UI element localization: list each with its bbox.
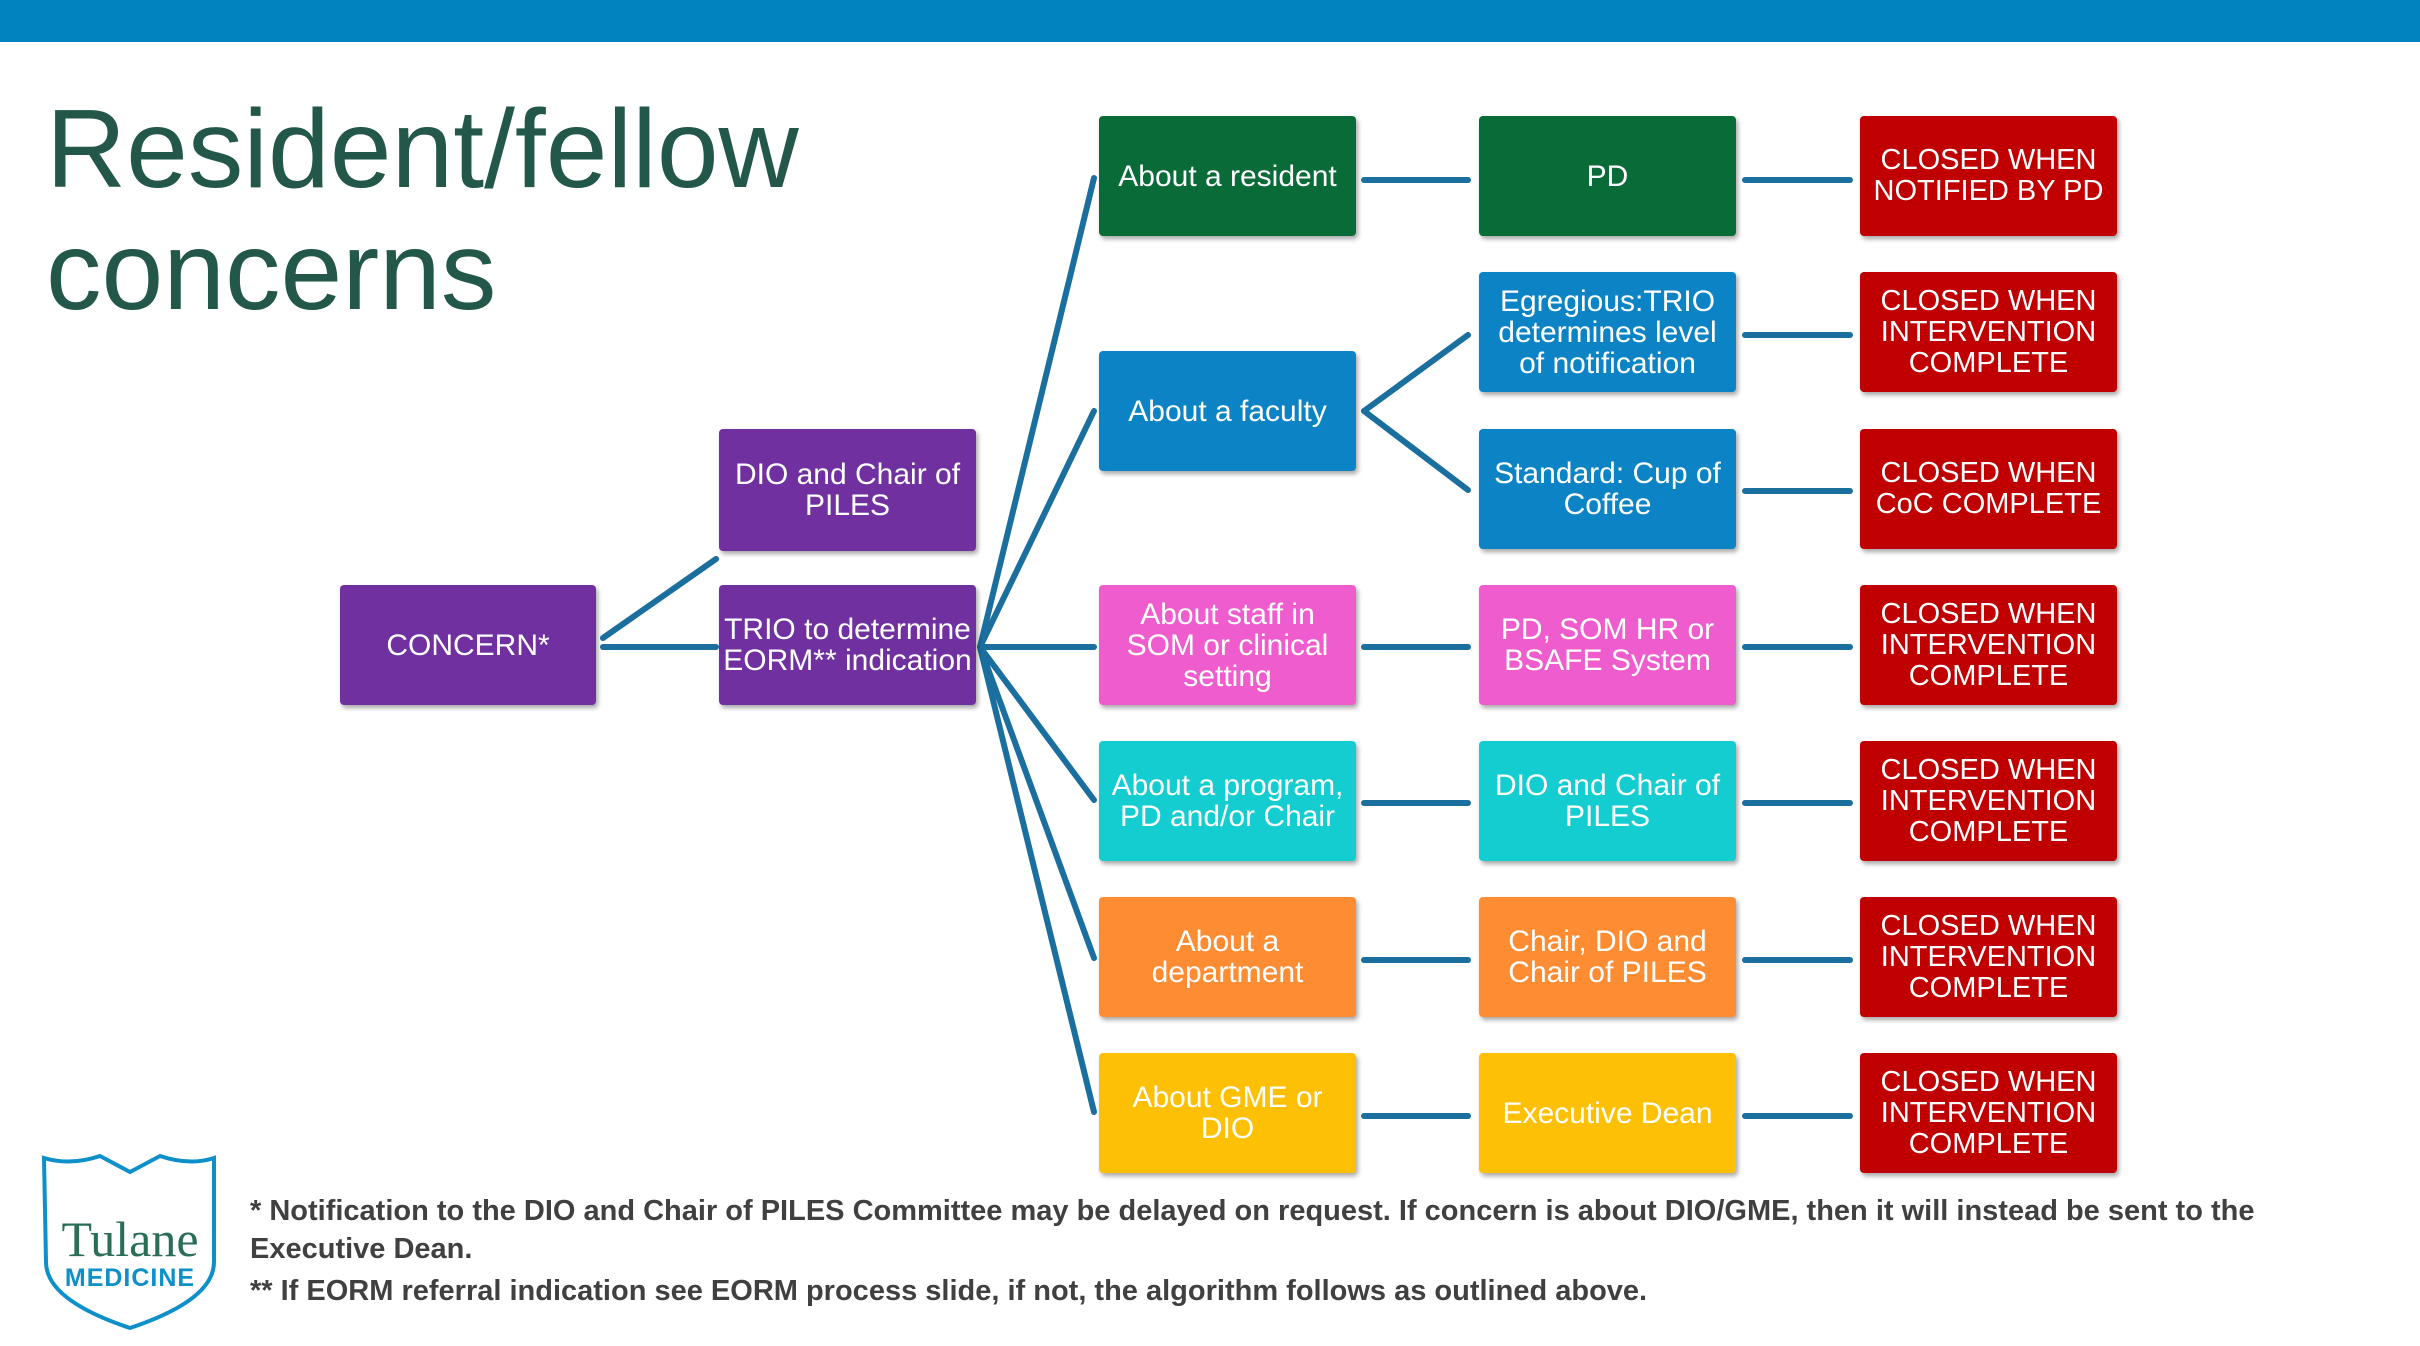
dio-chair-piles-2-box-label: DIO and Chair of PILES — [1494, 769, 1721, 833]
closed-intervention-3-box-label: CLOSED WHEN INTERVENTION COMPLETE — [1880, 753, 2097, 848]
connector-trio-program — [977, 644, 1097, 803]
closed-pd-box: CLOSED WHEN NOTIFIED BY PD — [1860, 116, 2117, 236]
connector-concern-dio — [600, 556, 719, 641]
closed-intervention-4-box-label: CLOSED WHEN INTERVENTION COMPLETE — [1880, 909, 2097, 1004]
closed-intervention-2-box: CLOSED WHEN INTERVENTION COMPLETE — [1860, 585, 2117, 705]
closed-intervention-5-box-label: CLOSED WHEN INTERVENTION COMPLETE — [1880, 1065, 2097, 1160]
chair-dio-box-label: Chair, DIO and Chair of PILES — [1508, 925, 1707, 989]
dio-chair-piles-box: DIO and Chair of PILES — [719, 429, 976, 551]
about-gme-box-label: About GME or DIO — [1132, 1081, 1323, 1145]
trio-determine-box-label: TRIO to determine EORM** indication — [723, 613, 972, 677]
about-department-box: About a department — [1099, 897, 1356, 1017]
connector-trio-gme — [977, 644, 1097, 1115]
title-line-2: concerns — [46, 209, 497, 333]
footnote-2: ** If EORM referral indication see EORM … — [250, 1275, 1648, 1307]
closed-intervention-1-box: CLOSED WHEN INTERVENTION COMPLETE — [1860, 272, 2117, 392]
connector-trio-department — [977, 644, 1097, 961]
executive-dean-box: Executive Dean — [1479, 1053, 1736, 1173]
tulane-medicine-logo: Tulane MEDICINE — [40, 1150, 220, 1331]
concern-box-label: CONCERN* — [386, 628, 550, 662]
egregious-box-label: Egregious:TRIO determines level of notif… — [1498, 284, 1717, 380]
executive-dean-box-label: Executive Dean — [1502, 1096, 1713, 1130]
footnote-1: * Notification to the DIO and Chair of P… — [250, 1195, 2255, 1265]
closed-intervention-3-box: CLOSED WHEN INTERVENTION COMPLETE — [1860, 741, 2117, 861]
title-line-1: Resident/fellow — [46, 87, 799, 211]
closed-intervention-4-box: CLOSED WHEN INTERVENTION COMPLETE — [1860, 897, 2117, 1017]
top-accent-bar — [0, 0, 2420, 42]
shield-icon: Tulane MEDICINE — [41, 1153, 216, 1331]
closed-coc-box: CLOSED WHEN CoC COMPLETE — [1860, 429, 2117, 549]
closed-coc-box-label: CLOSED WHEN CoC COMPLETE — [1875, 457, 2102, 520]
footnotes: * Notification to the DIO and Chair of P… — [250, 1192, 2360, 1314]
connector-trio-resident — [977, 175, 1097, 650]
egregious-box: Egregious:TRIO determines level of notif… — [1479, 272, 1736, 392]
logo-wordmark: Tulane — [61, 1211, 198, 1267]
about-program-box-label: About a program, PD and/or Chair — [1111, 769, 1344, 833]
about-resident-box-label: About a resident — [1118, 159, 1337, 193]
about-gme-box: About GME or DIO — [1099, 1053, 1356, 1173]
pd-box-label: PD — [1586, 159, 1629, 193]
about-resident-box: About a resident — [1099, 116, 1356, 236]
about-faculty-box-label: About a faculty — [1128, 394, 1327, 428]
connector-faculty-standard — [1361, 408, 1471, 493]
concern-box: CONCERN* — [340, 585, 596, 705]
trio-determine-box: TRIO to determine EORM** indication — [719, 585, 976, 705]
about-faculty-box: About a faculty — [1099, 351, 1356, 471]
dio-chair-piles-box-label: DIO and Chair of PILES — [734, 458, 961, 522]
closed-intervention-2-box-label: CLOSED WHEN INTERVENTION COMPLETE — [1880, 597, 2097, 692]
closed-pd-box-label: CLOSED WHEN NOTIFIED BY PD — [1873, 144, 2104, 207]
standard-box: Standard: Cup of Coffee — [1479, 429, 1736, 549]
pd-som-hr-box-label: PD, SOM HR or BSAFE System — [1500, 613, 1715, 677]
logo-subtitle: MEDICINE — [65, 1264, 195, 1292]
connector-faculty-egregious — [1361, 332, 1471, 414]
pd-box: PD — [1479, 116, 1736, 236]
about-staff-box-label: About staff in SOM or clinical setting — [1126, 597, 1329, 693]
about-staff-box: About staff in SOM or clinical setting — [1099, 585, 1356, 705]
about-department-box-label: About a department — [1151, 925, 1304, 989]
standard-box-label: Standard: Cup of Coffee — [1494, 457, 1721, 521]
closed-intervention-5-box: CLOSED WHEN INTERVENTION COMPLETE — [1860, 1053, 2117, 1173]
closed-intervention-1-box-label: CLOSED WHEN INTERVENTION COMPLETE — [1880, 284, 2097, 379]
chair-dio-box: Chair, DIO and Chair of PILES — [1479, 897, 1736, 1017]
pd-som-hr-box: PD, SOM HR or BSAFE System — [1479, 585, 1736, 705]
about-program-box: About a program, PD and/or Chair — [1099, 741, 1356, 861]
connector-trio-faculty — [977, 408, 1097, 650]
dio-chair-piles-2-box: DIO and Chair of PILES — [1479, 741, 1736, 861]
